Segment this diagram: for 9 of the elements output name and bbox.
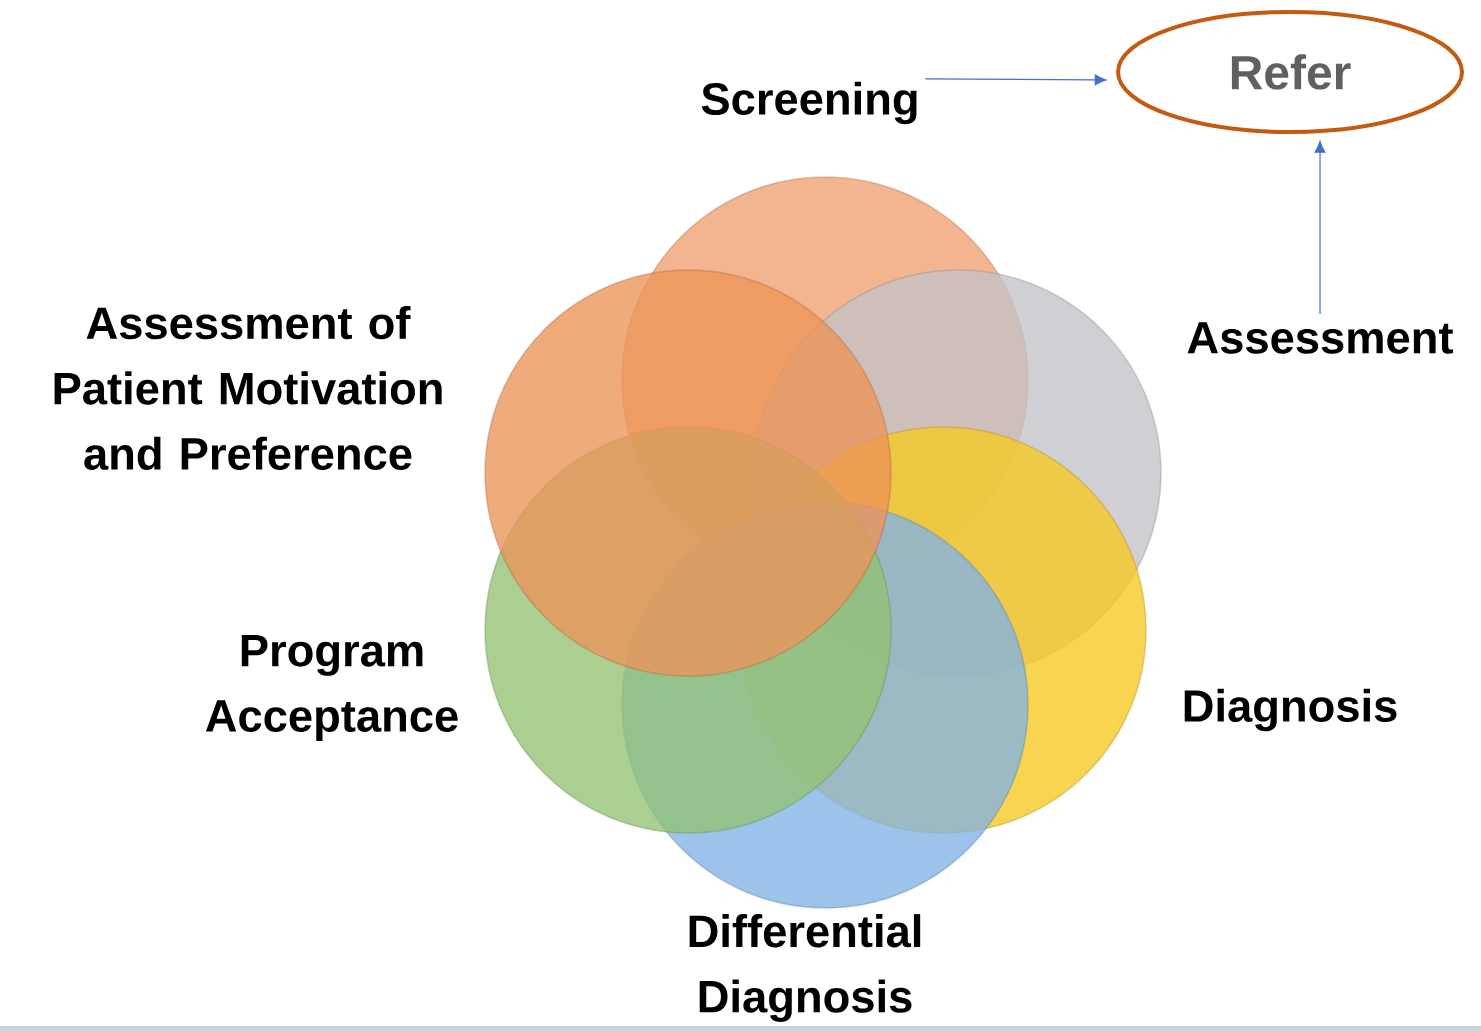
- label-text: Diagnosis: [1184, 688, 1397, 732]
- label-text: Screening: [701, 81, 917, 125]
- ellipse-node: Refer: [1116, 10, 1464, 134]
- arrow: [1314, 140, 1326, 315]
- label-text: Assessment: [1187, 322, 1453, 354]
- label-text: Assessment of Patient Motivation and Preference: [54, 306, 442, 470]
- arrow: [924, 74, 1107, 86]
- label-text: Differential Diagnosis: [689, 914, 921, 1022]
- label-text: Program Acceptance: [205, 635, 458, 741]
